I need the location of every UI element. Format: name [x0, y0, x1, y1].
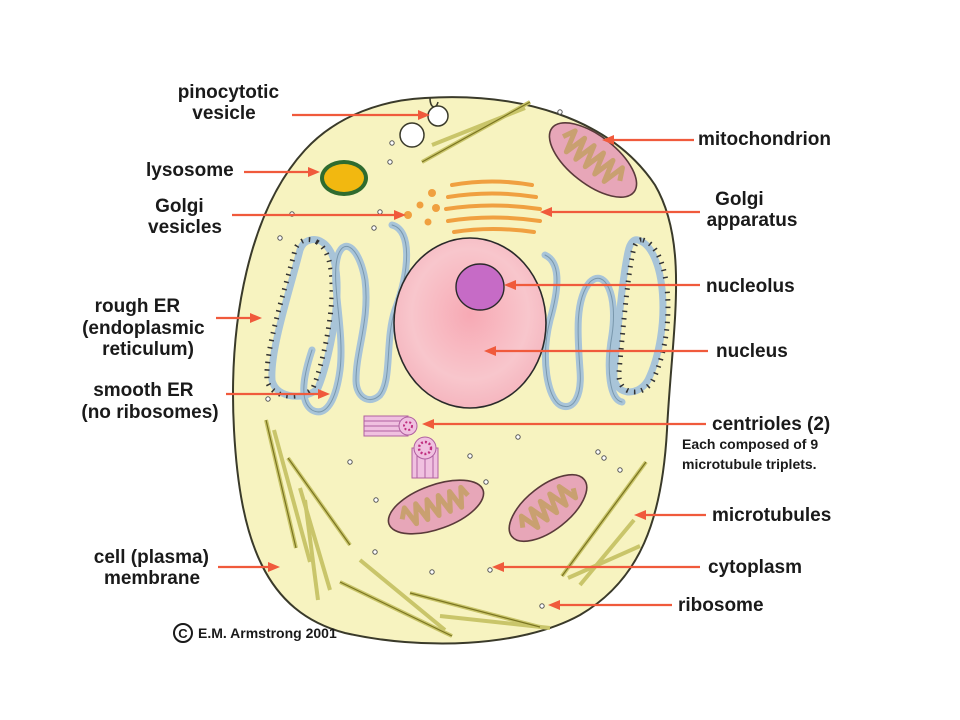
label-microtubules: microtubules: [712, 505, 831, 526]
microtubule-outlines: [265, 101, 647, 637]
nucleus: [393, 237, 547, 409]
label-golgi-vesicles: Golgi vesicles: [148, 196, 222, 238]
annotation-arrows: [216, 110, 708, 610]
mitochondrion-lower-left: [387, 479, 485, 535]
label-nucleolus: nucleolus: [706, 276, 795, 297]
ribosomes: [265, 109, 623, 609]
centriole-2: [411, 436, 439, 479]
copyright-notice: C E.M. Armstrong 2001: [173, 623, 337, 643]
nucleolus: [455, 263, 505, 311]
label-mitochondrion: mitochondrion: [698, 129, 831, 150]
label-cytoplasm: cytoplasm: [708, 557, 802, 578]
label-centrioles-note: Each composed of 9 microtubule triplets.: [682, 436, 822, 472]
label-lysosome: lysosome: [146, 160, 234, 181]
label-smooth-er: smooth ER (no ribosomes): [81, 380, 218, 423]
label-golgi-apparatus: Golgi apparatus: [707, 189, 798, 231]
rough-er-right: [610, 236, 671, 396]
copyright-icon: [173, 623, 193, 643]
golgi-vesicles: [404, 189, 440, 226]
golgi-apparatus: [444, 179, 542, 234]
label-nucleus: nucleus: [716, 341, 788, 362]
rough-er-left: [264, 236, 341, 400]
svg-text:C: C: [178, 626, 188, 641]
mitochondrion-lower-right: [508, 473, 588, 543]
copyright-text: E.M. Armstrong 2001: [198, 625, 337, 641]
label-rough-er: rough ER (endoplasmic reticulum): [82, 296, 210, 360]
label-cell-membrane: cell (plasma) membrane: [94, 547, 214, 589]
label-ribosome: ribosome: [678, 595, 764, 616]
label-centrioles: centrioles (2): [712, 414, 830, 435]
pinocytotic-vesicle: [399, 97, 449, 148]
label-pinocytotic-vesicle: pinocytotic vesicle: [178, 82, 285, 124]
lysosome: [320, 160, 368, 196]
centriole-1: [363, 415, 418, 437]
